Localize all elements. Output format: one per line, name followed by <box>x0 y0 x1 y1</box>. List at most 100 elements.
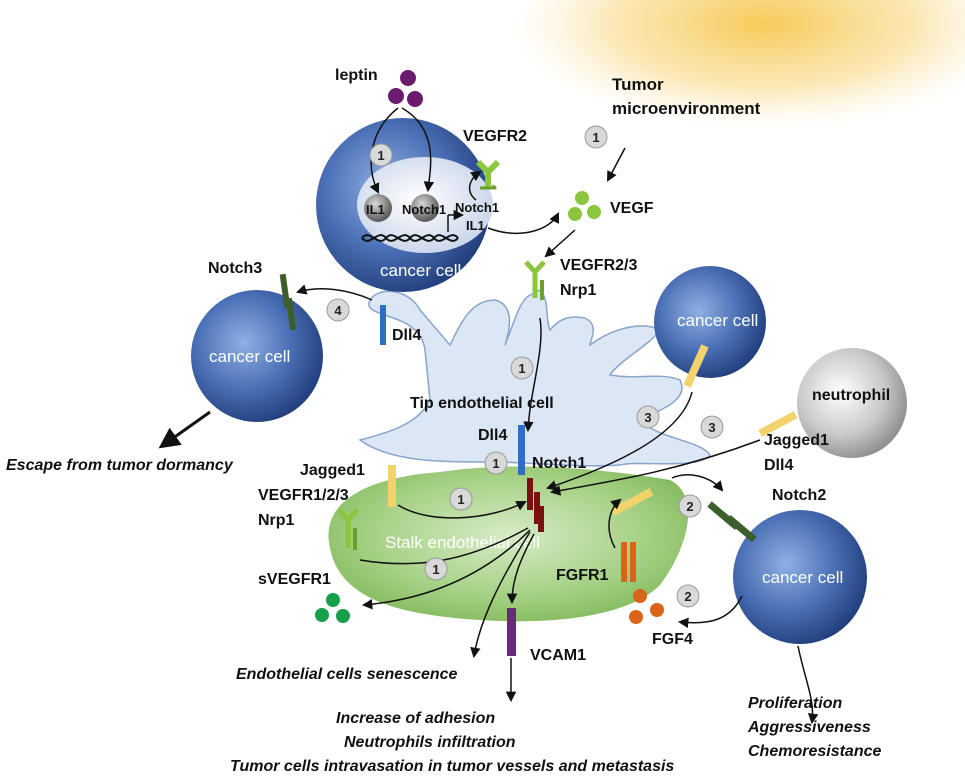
step-badge-svegfr: 1 <box>424 557 448 581</box>
notch3-receptor <box>279 273 297 331</box>
dll4-left-label: Dll4 <box>392 327 421 344</box>
tumor-label-1: Tumor <box>612 75 664 94</box>
cancer-bottom-outcome-arrow <box>797 645 819 725</box>
notch1-nucleus-label: Notch1 <box>402 202 446 217</box>
svg-text:1: 1 <box>377 148 384 163</box>
step-badge-fgf: 2 <box>676 584 700 608</box>
notch2-label: Notch2 <box>772 487 826 504</box>
infiltration-outcome: Neutrophils infiltration <box>344 734 516 751</box>
jagged1-to-notch2-arrow <box>671 474 724 492</box>
svg-text:3: 3 <box>644 410 651 425</box>
vegfr123-label: VEGFR1/2/3 <box>258 487 349 504</box>
cancer-cell-bottom <box>733 510 867 644</box>
jagged1-left-bar <box>388 465 396 507</box>
jagged1-neutrophil <box>758 411 798 437</box>
leptin-dot-3 <box>407 91 423 107</box>
dll4-left-bar <box>380 305 386 345</box>
vegf-dot-3 <box>587 205 601 219</box>
aggressiveness-outcome: Aggressiveness <box>747 719 871 736</box>
vegfr123-receptor <box>337 508 359 550</box>
svegfr1-dot-3 <box>336 609 350 623</box>
cancer-right-to-notch1-arrow <box>546 391 693 491</box>
il1-nucleus-label: IL1 <box>366 202 385 217</box>
cancer-to-fgf4-arrow <box>677 595 743 629</box>
step-badge-nucleus: 1 <box>369 143 393 167</box>
jagged1-right-label: Jagged1 <box>764 432 829 449</box>
vegfr23-to-dll4-arrow <box>523 317 542 433</box>
svg-text:3: 3 <box>708 420 715 435</box>
tumor-to-vegf-arrow <box>607 147 626 182</box>
svg-text:1: 1 <box>492 456 499 471</box>
vegf-dot-2 <box>568 207 582 221</box>
to-vegf-arrow <box>487 212 559 235</box>
il1-gene-label: IL1 <box>466 218 485 233</box>
vegfr23-label: VEGFR2/3 <box>560 257 637 274</box>
leptin-dot-1 <box>400 70 416 86</box>
svg-text:2: 2 <box>686 499 693 514</box>
neutrophil-to-notch1-arrow <box>549 439 761 496</box>
chemoresistance-outcome: Chemoresistance <box>748 743 881 760</box>
step-badge-cancer-right: 3 <box>636 405 660 429</box>
dll4-center-bar <box>518 425 525 475</box>
svegfr1-label: sVEGFR1 <box>258 571 331 588</box>
vcam1-label: VCAM1 <box>530 647 586 664</box>
senescence-outcome: Endothelial cells senescence <box>236 666 458 683</box>
step-badge-tumor: 1 <box>584 125 608 149</box>
step-badge-tip: 1 <box>510 356 534 380</box>
nrp1-top-label: Nrp1 <box>560 282 597 299</box>
jagged1-to-notch1-arrow <box>397 501 527 519</box>
notch1-nucleus-dot <box>411 194 439 222</box>
vegf-to-vegfr23-arrow <box>544 229 576 258</box>
notch1-receptor <box>527 478 544 532</box>
svg-text:1: 1 <box>432 562 439 577</box>
notch1-center-label: Notch1 <box>532 455 586 472</box>
fgfr1-label: FGFR1 <box>556 567 609 584</box>
svegfr1-dot-2 <box>315 608 329 622</box>
fgf4-dot-3 <box>650 603 664 617</box>
leptin-label: leptin <box>335 67 378 84</box>
step-badge-notch3: 4 <box>326 298 350 322</box>
notch1-gene-label: Notch1 <box>455 200 499 215</box>
il1-nucleus-dot <box>364 194 392 222</box>
fgfr1-receptor <box>621 542 636 582</box>
svg-text:1: 1 <box>518 361 525 376</box>
cancer-cell-right-label: cancer cell <box>677 311 758 330</box>
stalk-endothelial-cell <box>328 466 689 622</box>
notch3-label: Notch3 <box>208 260 262 277</box>
dll4-to-notch3-arrow <box>295 284 373 301</box>
step-badge-dll4: 1 <box>484 451 508 475</box>
vcam1-bar <box>507 608 516 656</box>
nrp1-bottom-label: Nrp1 <box>258 512 295 529</box>
notch1-to-vegfr-line <box>359 527 529 565</box>
leptin-to-notch1-arrow <box>401 107 435 193</box>
jagged1-left-label: Jagged1 <box>300 462 365 479</box>
escape-arrow <box>158 410 211 449</box>
svg-text:4: 4 <box>334 303 342 318</box>
svg-text:2: 2 <box>684 589 691 604</box>
notch1-to-senescence-arrow <box>470 531 531 659</box>
intravasation-outcome: Tumor cells intravasation in tumor vesse… <box>230 758 674 775</box>
cancer-cell-bottom-label: cancer cell <box>762 568 843 587</box>
fgfr1-to-jagged1-arrow <box>608 498 622 549</box>
dll4-right-label: Dll4 <box>764 457 793 474</box>
vegf-label: VEGF <box>610 200 654 217</box>
tumor-microenvironment-glow <box>510 0 965 150</box>
vegfr2-receptor <box>475 159 501 190</box>
step-badge-jagged: 1 <box>449 487 473 511</box>
proliferation-outcome: Proliferation <box>748 695 842 712</box>
tumor-label-2: microenvironment <box>612 99 761 118</box>
leptin-dot-2 <box>388 88 404 104</box>
fgf4-dot-2 <box>629 610 643 624</box>
neutrophil-cell <box>797 348 907 458</box>
adhesion-outcome: Increase of adhesion <box>336 710 495 727</box>
step-badge-notch2: 2 <box>678 494 702 518</box>
neutrophil-label: neutrophil <box>812 387 890 404</box>
notch2-receptor <box>707 501 757 543</box>
dna-helix-2 <box>361 234 459 242</box>
vegf-dot-1 <box>575 191 589 205</box>
vegfr2-label: VEGFR2 <box>463 128 527 145</box>
cancer-cell-left-label: cancer cell <box>209 347 290 366</box>
notch1-to-vcam1-arrow <box>506 533 535 605</box>
dll4-center-label: Dll4 <box>478 427 507 444</box>
